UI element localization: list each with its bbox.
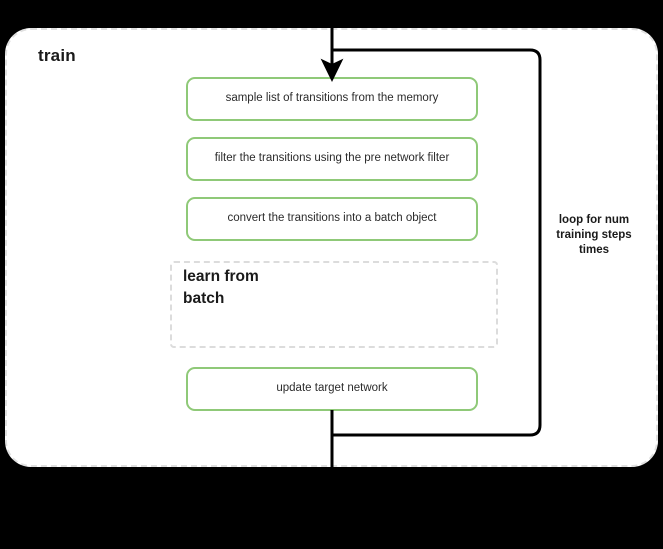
- loop-annotation-label: loop for num training steps times: [541, 213, 647, 259]
- subblock-title-line2: batch: [183, 290, 225, 308]
- step-box-filter[interactable]: filter the transitions using the pre net…: [186, 137, 478, 181]
- step-box-sample[interactable]: sample list of transitions from the memo…: [186, 77, 478, 121]
- subblock-title: learn from batch: [183, 266, 313, 311]
- step-label: sample list of transitions from the memo…: [225, 92, 439, 105]
- subblock-title-line1: learn from: [183, 268, 259, 285]
- step-label: filter the transitions using the pre net…: [214, 152, 450, 165]
- page-title: train: [38, 46, 76, 65]
- step-label: convert the transitions into a batch obj…: [227, 212, 437, 225]
- step-box-convert[interactable]: convert the transitions into a batch obj…: [186, 197, 478, 241]
- step-box-update-target-network[interactable]: update target network: [186, 367, 478, 411]
- loop-label-line1: loop for num: [558, 214, 630, 226]
- step-label: update target network: [276, 382, 388, 395]
- loop-label-line3: times: [578, 244, 610, 257]
- loop-label-line2: training steps: [556, 229, 632, 242]
